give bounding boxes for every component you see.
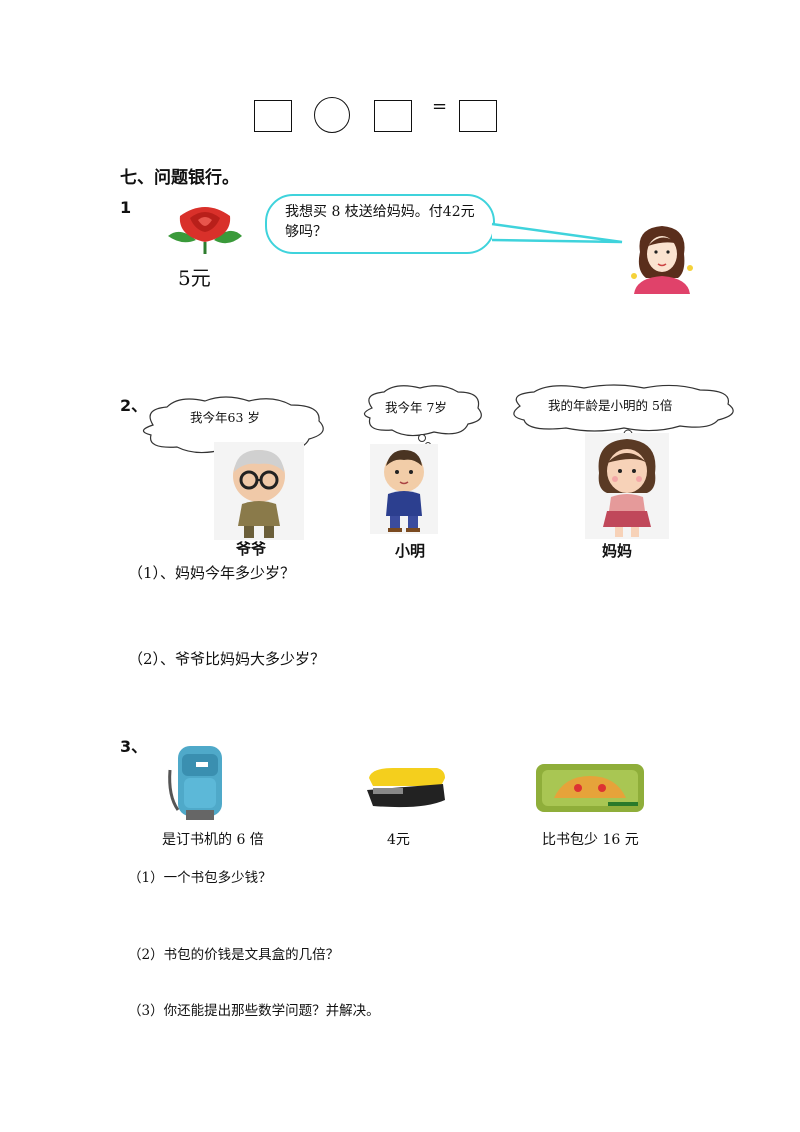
mother-thought: 我的年龄是小明的 5倍 [548,398,673,413]
stapler-icon [367,768,445,808]
problem-3-question-1: （1）一个书包多少钱？ [128,870,272,886]
problem-3-question-3: （3）你还能提出那些数学问题？并解决。 [128,1003,380,1019]
problem-3-question-2: （2）书包的价钱是文具盒的几倍？ [128,947,340,963]
speech-bubble: 我想买 8 枝送给妈妈。付42元够吗？ [265,194,495,254]
xiaoming-name: 小明 [395,542,426,560]
rose-icon [168,207,242,254]
rose-price: 5元 [178,266,211,290]
grandpa-thought: 我今年63 岁 [190,410,260,425]
pencil-case-caption: 比书包少 16 元 [542,832,639,848]
section-title: 七、问题银行。 [120,168,239,188]
equals-sign: = [432,96,448,117]
girl-icon [631,226,693,294]
answer-box-2 [374,100,412,132]
mother-name: 妈妈 [602,542,633,560]
answer-box-3 [459,100,497,132]
problem-1-number: 1 [120,198,132,217]
grandpa-icon [214,442,304,540]
stapler-caption: 4元 [387,832,410,848]
mother-icon [585,433,669,539]
speech-tail [491,222,623,244]
backpack-caption: 是订书机的 6 倍 [162,832,264,848]
backpack-icon [168,746,222,820]
answer-box-1 [254,100,292,132]
problem-3-number: 3、 [120,737,148,756]
grandpa-name: 爷爷 [236,540,267,558]
xiaoming-thought: 我今年 7岁 [385,400,447,415]
pencil-case-icon [536,764,644,812]
problem-2-question-1: （1）、妈妈今年多少岁？ [128,564,296,582]
boy-icon [370,444,438,534]
problem-2-question-2: （2）、爷爷比妈妈大多少岁？ [128,650,326,668]
operator-circle [314,97,350,133]
problem-2-number: 2、 [120,396,148,415]
